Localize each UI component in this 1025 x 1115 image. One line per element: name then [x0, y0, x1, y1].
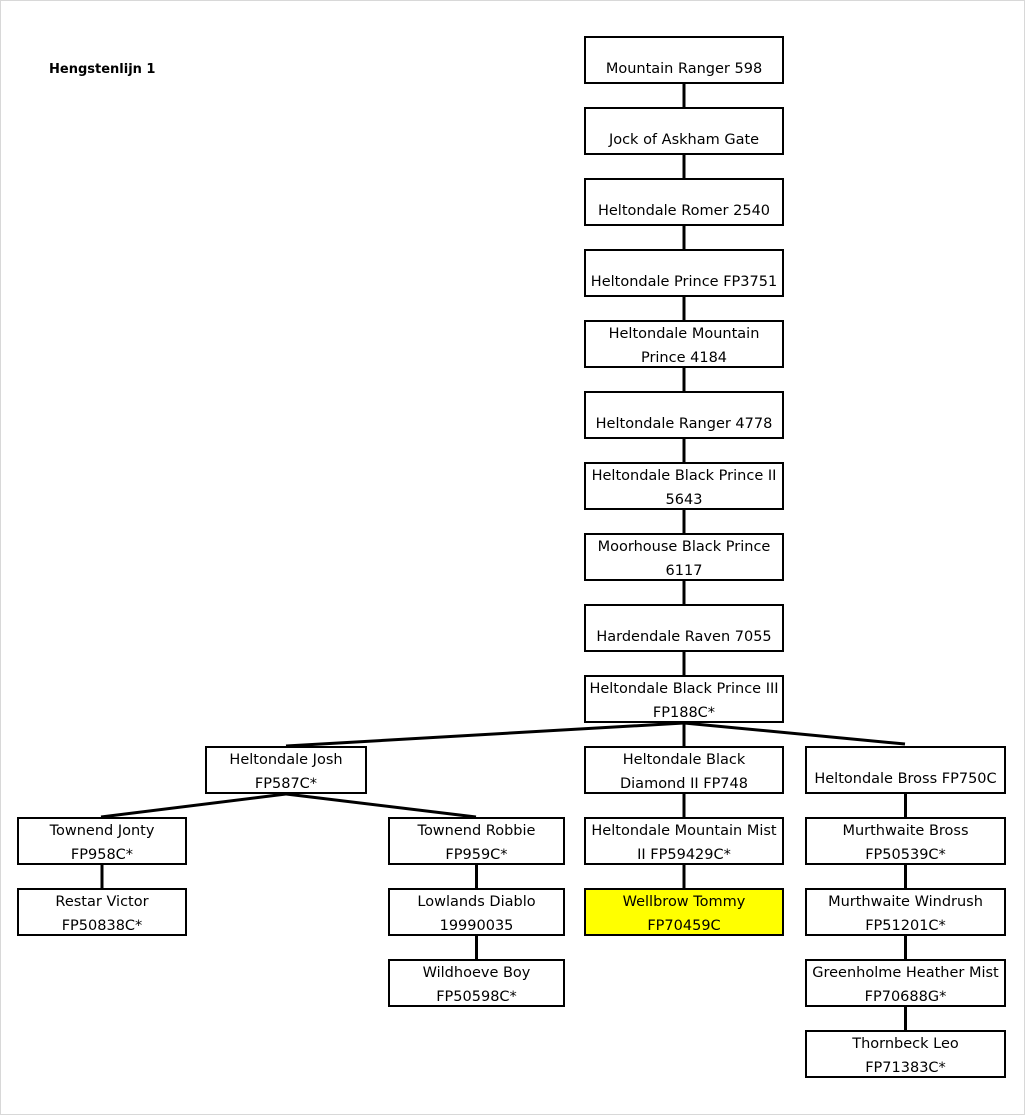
node-label-line: Thornbeck Leo: [852, 1036, 959, 1052]
node-heltondale-bross: Heltondale Bross FP750C: [805, 746, 1006, 794]
node-label-line: 19990035: [439, 918, 514, 934]
node-label-line: Heltondale Black Prince II: [591, 468, 777, 484]
node-label-line: Heltondale Romer 2540: [597, 203, 771, 219]
node-jock-of-askham-gate: Jock of Askham Gate: [584, 107, 784, 155]
node-label-line: Hardendale Raven 7055: [596, 629, 772, 645]
node-label-line: FP70688G*: [864, 989, 947, 1005]
node-label-line: Restar Victor: [55, 894, 149, 910]
connector-heltondale-black-prince-iii-to-heltondale-josh: [285, 721, 685, 748]
node-heltondale-mountain-mist-ii: Heltondale Mountain Mist II FP59429C*: [584, 817, 784, 865]
node-label-line: FP959C*: [445, 847, 508, 863]
node-hardendale-raven: Hardendale Raven 7055: [584, 604, 784, 652]
node-label-line: Wellbrow Tommy: [622, 894, 746, 910]
node-label-line: Murthwaite Bross: [842, 823, 969, 839]
node-heltondale-romer: Heltondale Romer 2540: [584, 178, 784, 226]
node-label-line: Heltondale Mountain Mist: [591, 823, 777, 839]
node-heltondale-prince: Heltondale Prince FP3751: [584, 249, 784, 297]
node-label-line: Townend Robbie: [417, 823, 536, 839]
node-label-line: Lowlands Diablo: [417, 894, 536, 910]
node-label-line: Mountain Ranger 598: [605, 61, 763, 77]
node-label-line: Heltondale Josh: [229, 752, 343, 768]
node-label-line: Greenholme Heather Mist: [812, 965, 999, 981]
node-label-line: Heltondale Mountain: [608, 326, 760, 342]
node-label-line: FP50838C*: [61, 918, 143, 934]
node-label-line: Wildhoeve Boy: [422, 965, 531, 981]
node-label-line: FP50539C*: [865, 847, 946, 863]
node-moorhouse-black-prince: Moorhouse Black Prince 6117: [584, 533, 784, 581]
connector-heltondale-josh-to-townend-robbie: [285, 792, 477, 819]
diagram-title: Hengstenlijn 1: [49, 62, 156, 77]
node-heltondale-black-prince-iii: Heltondale Black Prince III FP188C*: [584, 675, 784, 723]
node-label-line: Prince 4184: [640, 350, 728, 366]
node-label-line: FP71383C*: [865, 1060, 946, 1076]
node-label-line: FP587C*: [254, 776, 318, 792]
connector-heltondale-black-prince-iii-to-heltondale-bross: [683, 721, 906, 746]
node-heltondale-ranger: Heltondale Ranger 4778: [584, 391, 784, 439]
node-label-line: II FP59429C*: [637, 847, 731, 863]
node-label-line: 6117: [665, 563, 703, 579]
node-label-line: Heltondale Bross FP750C: [814, 771, 997, 787]
node-label-line: FP188C*: [652, 705, 716, 721]
connector-heltondale-josh-to-townend-jonty: [100, 792, 287, 819]
node-label-line: Diamond II FP748: [619, 776, 748, 792]
node-label-line: Heltondale Black: [622, 752, 746, 768]
node-label-line: Heltondale Black Prince III: [589, 681, 779, 697]
node-label-line: FP51201C*: [865, 918, 946, 934]
node-label-line: 5643: [665, 492, 703, 508]
node-label-line: FP50598C*: [436, 989, 517, 1005]
node-lowlands-diablo: Lowlands Diablo 19990035: [388, 888, 565, 936]
node-label-line: Heltondale Ranger 4778: [595, 416, 773, 432]
node-label-line: Moorhouse Black Prince: [597, 539, 771, 555]
node-label-line: Murthwaite Windrush: [828, 894, 983, 910]
node-label-line: Townend Jonty: [49, 823, 155, 839]
node-label-line: FP70459C: [647, 918, 721, 934]
node-label-line: Heltondale Prince FP3751: [590, 274, 778, 290]
node-label-line: FP958C*: [70, 847, 134, 863]
node-heltondale-black-prince-ii: Heltondale Black Prince II 5643: [584, 462, 784, 510]
node-label-line: Jock of Askham Gate: [608, 132, 760, 148]
node-mountain-ranger: Mountain Ranger 598: [584, 36, 784, 84]
